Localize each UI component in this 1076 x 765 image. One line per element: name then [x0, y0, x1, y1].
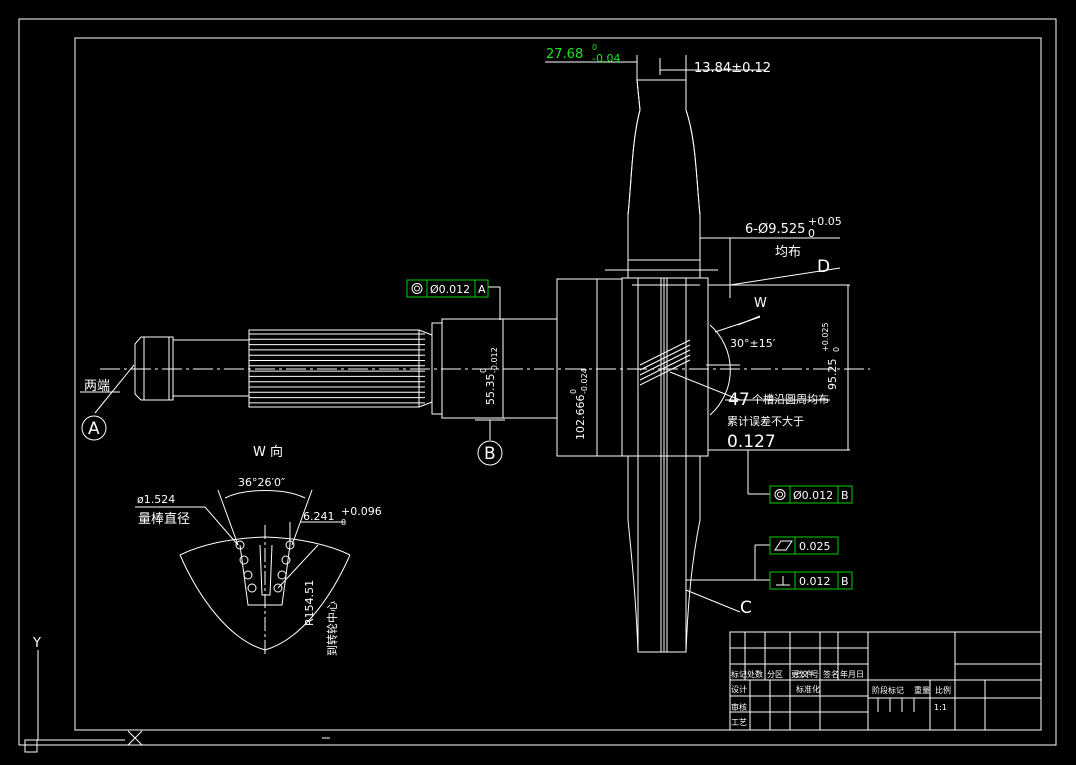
datum-a-label: A	[88, 419, 100, 439]
tb-review: 审核	[731, 702, 747, 712]
tb-col-date: 年月日	[840, 669, 864, 679]
tb-col-count: 处数	[747, 669, 763, 679]
shaft	[100, 318, 870, 419]
journal-tol-upper: 0	[479, 368, 488, 373]
datum-symbols	[81, 415, 503, 466]
tb-standardize: 标准化	[796, 684, 820, 694]
groove-note: 个槽沿圆周均布	[752, 393, 829, 406]
dim-angle: 30°±15′	[730, 337, 776, 350]
title-block: 标记 处数 分区 更改文件号 签名 年月日 设计 标准化 审核 工艺 阶段标记 …	[729, 631, 1042, 731]
dim-tooth-angle: 36°26′0″	[238, 476, 285, 489]
dim-pin-dia: ø1.524	[137, 493, 175, 506]
ucs-icon: Y	[24, 636, 330, 753]
flange-value: 102.666	[574, 395, 587, 441]
flange-tol-upper: 0	[569, 389, 578, 394]
ucs-y-label: Y	[32, 636, 41, 651]
holes-tol-lower: 0	[808, 227, 815, 240]
error-note: 累计误差不大于	[727, 414, 804, 428]
w-view-title: W 向	[253, 444, 283, 460]
hub-width-tol-upper: 0	[592, 43, 597, 52]
tb-scale: 1:1	[934, 703, 947, 712]
dim-holes: 6-Ø9.525 +0.05 0 均布	[745, 215, 842, 260]
fcf-perp-value: 0.012	[799, 575, 831, 588]
fcf-coaxiality-b: Ø0.012 B	[769, 485, 853, 504]
dim-journal: 55.35 0 -0.012	[479, 347, 499, 405]
tb-col-docno: 更改文件号	[791, 669, 819, 679]
span-tol-upper: +0.096	[341, 505, 382, 518]
span-tol-lower: 0	[341, 518, 346, 527]
hub-width-tol-lower: -0.04	[592, 52, 620, 65]
dim-hub-width: 27.68 0 -0.04	[546, 43, 620, 65]
dim-flange: 102.666 0 -0.024	[569, 368, 589, 440]
fcf-a-value: Ø0.012	[430, 283, 470, 296]
hub-width-value: 27.68	[546, 47, 583, 62]
dim-radius: R154.51	[303, 580, 316, 626]
groove-count: 47	[728, 390, 750, 410]
tb-process: 工艺	[731, 718, 747, 727]
tb-design: 设计	[731, 684, 747, 694]
dim-span: 6.241 +0.096 0	[303, 505, 382, 527]
radius-note: 到转轮中心	[325, 601, 339, 656]
dim-rim-width: 13.84±0.12	[694, 61, 771, 76]
oblique-grooves	[639, 339, 691, 386]
outer-border	[18, 18, 1057, 746]
fcf-perpendicularity: 0.012 B	[769, 571, 853, 590]
datum-b-label: B	[484, 444, 496, 464]
fcf-perp-datum: B	[841, 575, 849, 588]
wheel-disc	[556, 79, 850, 653]
spline-teeth	[249, 333, 425, 404]
two-ends-label: 两端	[84, 379, 110, 394]
span-value: 6.241	[303, 510, 335, 523]
tb-stage: 阶段标记	[872, 685, 904, 695]
dimension-lines	[80, 55, 849, 613]
tb-col-mark: 标记	[731, 669, 747, 679]
datum-a-circle	[81, 415, 107, 441]
holes-value: 6-Ø9.525	[745, 222, 805, 237]
inner-frame	[74, 37, 1042, 731]
bore-tol-upper: +0.025	[821, 322, 830, 352]
journal-tol-lower: -0.012	[490, 347, 499, 373]
holes-tol-upper: +0.05	[808, 215, 842, 228]
flange-tol-lower: -0.024	[580, 368, 589, 394]
bore-tol-lower: 0	[832, 347, 841, 352]
tb-col-sign: 签名	[823, 669, 839, 679]
bore-value: 95.25	[826, 359, 839, 391]
view-arrow-w: W	[754, 296, 767, 311]
tb-col-zone: 分区	[767, 670, 783, 679]
fcf-coaxiality-a: Ø0.012 A	[406, 279, 489, 298]
error-value: 0.127	[727, 432, 776, 452]
fcf-b-datum: B	[841, 489, 849, 502]
journal-value: 55.35	[484, 374, 497, 406]
groove-notes: 47 个槽沿圆周均布 累计误差不大于 0.127	[727, 390, 829, 452]
dim-bore: 95.25 +0.025 0	[821, 322, 841, 390]
tb-weight: 重量	[914, 685, 930, 695]
fcf-flatness-value: 0.025	[799, 540, 831, 553]
datum-d-label: D	[817, 257, 830, 277]
tb-scale-label: 比例	[935, 685, 951, 695]
holes-note: 均布	[775, 245, 801, 260]
fcf-a-datum: A	[478, 283, 486, 296]
fcf-flatness: 0.025	[769, 536, 839, 555]
pin-label: 量棒直径	[138, 512, 190, 527]
fcf-b-value: Ø0.012	[793, 489, 833, 502]
datum-b-circle	[477, 440, 503, 466]
datum-c-label: C	[740, 598, 752, 618]
w-view-detail	[135, 489, 351, 655]
